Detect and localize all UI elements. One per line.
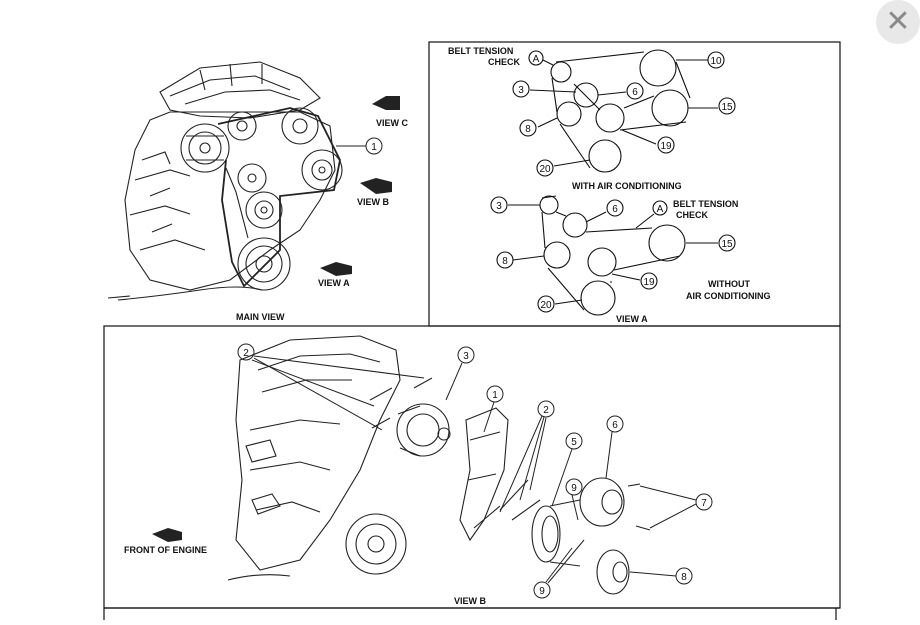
- view-a-without-ac-routing: [490, 195, 736, 316]
- view-b-callout: 9: [539, 586, 545, 597]
- with-ac-tension-line2: CHECK: [488, 57, 521, 67]
- view-b-callout: 1: [492, 390, 498, 401]
- view-b-callout: 7: [701, 498, 707, 509]
- without-ac-tension-line2: CHECK: [676, 210, 709, 220]
- view-b-label: VIEW B: [357, 197, 390, 207]
- without-ac-title-line1: WITHOUT: [708, 279, 750, 289]
- view-c-arrow-icon: [372, 96, 400, 110]
- without-ac-tension-line1: BELT TENSION: [673, 199, 738, 209]
- without-ac-callout: 20: [540, 300, 552, 311]
- close-button[interactable]: ✕: [876, 0, 920, 44]
- view-b-panel: [103, 325, 841, 609]
- callout-1-bubble: [365, 137, 383, 155]
- view-b-callout: 8: [681, 572, 687, 583]
- main-view-engine-illustration: [107, 61, 343, 301]
- without-ac-callout: 6: [612, 204, 618, 215]
- with-ac-callout: 15: [721, 102, 733, 113]
- view-b-callout: 9: [571, 483, 577, 494]
- with-ac-callout: 20: [539, 164, 551, 175]
- without-ac-callout: 19: [643, 277, 655, 288]
- with-ac-point-a: A: [533, 54, 540, 65]
- without-ac-callout: 8: [502, 256, 508, 267]
- with-ac-title: WITH AIR CONDITIONING: [572, 181, 682, 191]
- without-ac-point-a: A: [657, 204, 664, 215]
- front-of-engine-label: FRONT OF ENGINE: [124, 545, 207, 555]
- view-a-with-ac-routing: [512, 49, 736, 177]
- view-b-callout: 5: [571, 437, 577, 448]
- with-ac-callout: 6: [632, 87, 638, 98]
- front-arrow-icon: [152, 528, 182, 542]
- callout-1-number: 1: [371, 142, 377, 153]
- without-ac-callout: 3: [496, 201, 502, 212]
- view-b-callout: 2: [543, 405, 549, 416]
- main-view-caption: MAIN VIEW: [236, 312, 285, 322]
- view-b-leaders: [237, 343, 713, 599]
- with-ac-callout: 8: [525, 124, 531, 135]
- with-ac-tension-line1: BELT TENSION: [448, 46, 513, 56]
- with-ac-callout: 10: [710, 56, 722, 67]
- view-b-exploded-illustration: [227, 335, 651, 595]
- view-b-caption: VIEW B: [454, 596, 487, 606]
- without-ac-callout: 15: [721, 239, 733, 250]
- view-a-label: VIEW A: [318, 278, 350, 288]
- without-ac-title-line2: AIR CONDITIONING: [686, 291, 771, 301]
- view-arrows: [320, 96, 400, 276]
- view-b-callout: 2: [243, 348, 249, 359]
- close-icon: ✕: [885, 4, 911, 39]
- with-ac-callout: 3: [518, 85, 524, 96]
- view-a-caption: VIEW A: [616, 314, 648, 324]
- view-b-arrow-icon: [360, 178, 392, 194]
- with-ac-callout: 19: [660, 141, 672, 152]
- view-c-label: VIEW C: [376, 118, 409, 128]
- view-a-arrow-icon: [320, 262, 352, 276]
- view-b-callout: 3: [463, 351, 469, 362]
- view-b-callout: 6: [612, 420, 618, 431]
